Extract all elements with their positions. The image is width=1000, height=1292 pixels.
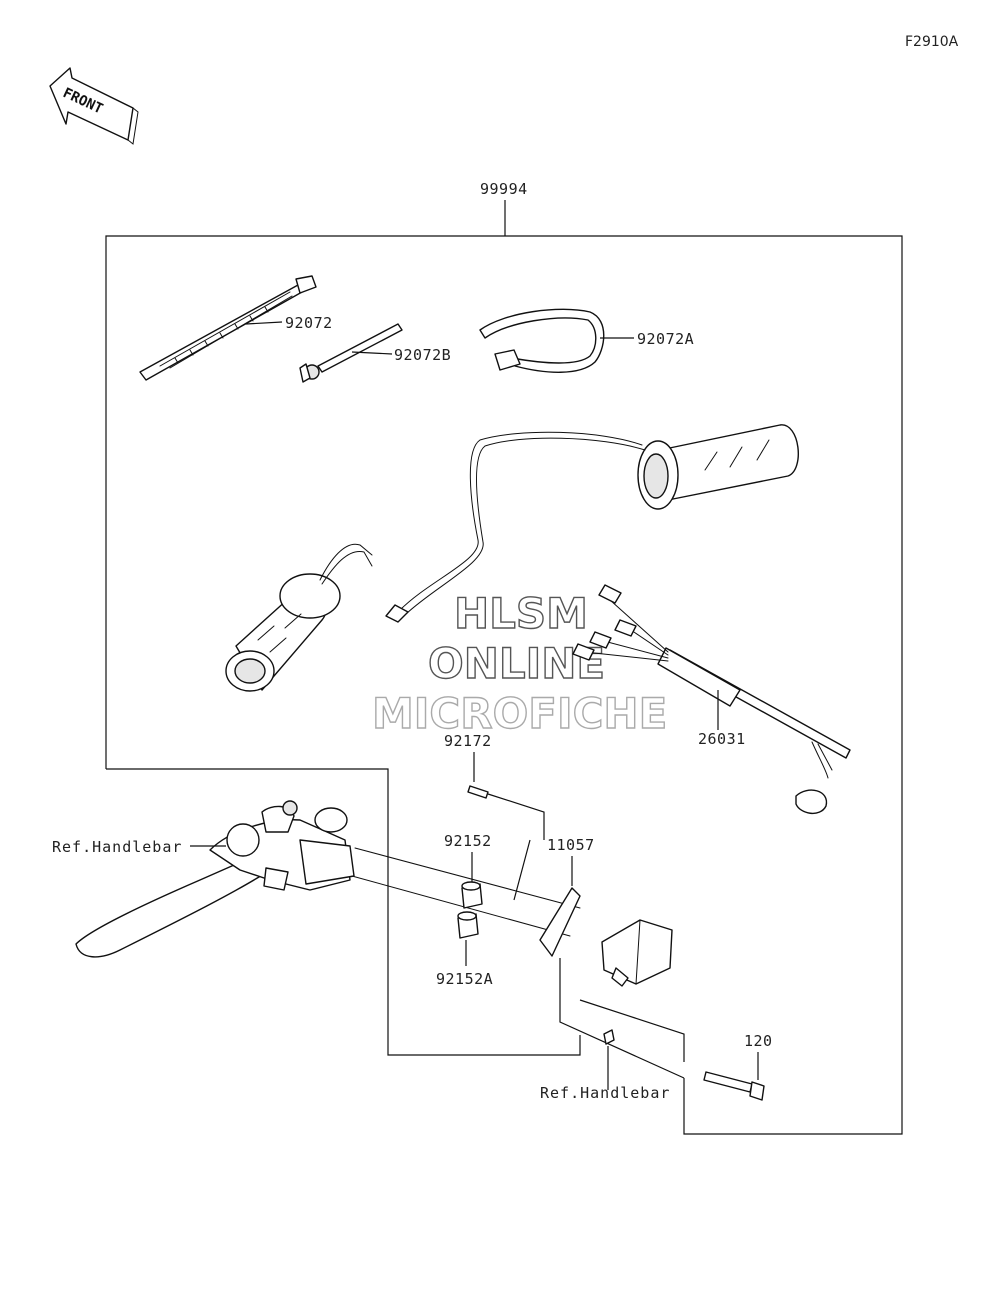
watermark-line3: MICROFICHE — [372, 689, 667, 738]
leader-92072 — [245, 321, 283, 325]
grip-heater-left — [225, 543, 373, 692]
label-92152a: 92152A — [436, 970, 493, 988]
front-arrow-icon: FRONT — [49, 67, 139, 145]
label-92172: 92172 — [444, 732, 492, 750]
label-92072b: 92072B — [394, 346, 451, 364]
washer — [603, 1029, 615, 1045]
grip-heater-right — [385, 424, 799, 623]
label-99994: 99994 — [480, 180, 528, 198]
label-92152: 92152 — [444, 832, 492, 850]
figure-code: F2910A — [905, 34, 959, 50]
watermark-line1: HLSM — [454, 589, 588, 638]
label-92072: 92072 — [285, 314, 333, 332]
kit-frame-lower — [106, 768, 581, 1056]
clip-tie-92072b — [299, 323, 403, 383]
bolt-120 — [703, 1071, 765, 1101]
watermark: HLSM ONLINE MICROFICHE — [371, 588, 668, 738]
collar-92152a — [457, 911, 479, 939]
ref-handlebar-bottom: Ref.Handlebar — [540, 1084, 670, 1102]
collar-92152 — [461, 881, 483, 909]
clutch-lever-assembly — [75, 800, 581, 958]
leader-92172-path — [487, 793, 545, 901]
label-92072a: 92072A — [637, 330, 694, 348]
wiring-harness-26031 — [572, 584, 851, 814]
cable-tie-92072 — [139, 275, 317, 381]
label-11057: 11057 — [547, 836, 595, 854]
frame-bottom-link — [579, 999, 685, 1062]
loop-tie-92072a — [479, 308, 605, 373]
bracket-11057 — [539, 887, 673, 987]
label-26031: 26031 — [698, 730, 746, 748]
kit-frame — [105, 235, 903, 1135]
leader-11057-lower — [559, 958, 685, 1079]
leader-92072b — [351, 351, 393, 355]
screw-92172 — [467, 785, 489, 799]
ref-handlebar-left: Ref.Handlebar — [52, 838, 182, 856]
label-120: 120 — [744, 1032, 773, 1050]
